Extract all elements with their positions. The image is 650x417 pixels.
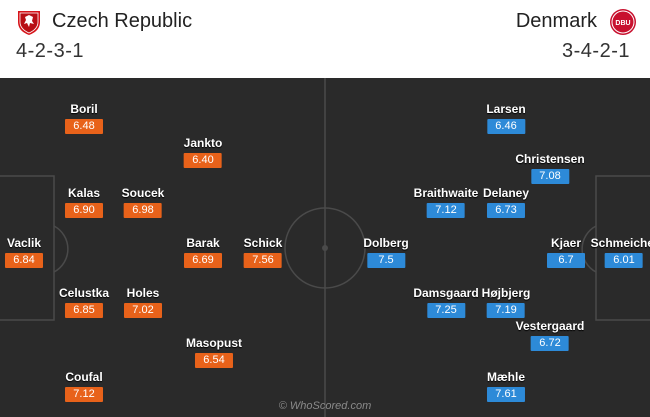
player-braithwaite[interactable]: Braithwaite 7.12 (413, 186, 479, 218)
player-name: Boril (70, 102, 98, 116)
player-name: Damsgaard (413, 286, 479, 300)
player-rating: 6.73 (487, 203, 525, 218)
player-rating: 6.84 (5, 253, 43, 268)
player-name: Christensen (515, 152, 585, 166)
player-rating: 6.85 (65, 303, 103, 318)
player-name: Højbjerg (481, 286, 531, 300)
player-rating: 7.02 (124, 303, 162, 318)
player-rating: 6.90 (65, 203, 103, 218)
player-larsen[interactable]: Larsen 6.46 (486, 102, 526, 134)
player-name: Soucek (121, 186, 165, 200)
player-rating: 6.7 (547, 253, 585, 268)
player-vestergaard[interactable]: Vestergaard 6.72 (515, 319, 585, 351)
player-name: Holes (126, 286, 160, 300)
player-name: Delaney (482, 186, 530, 200)
player-name: Masopust (185, 336, 243, 350)
away-team-name: Denmark (515, 10, 597, 32)
player-soucek[interactable]: Soucek 6.98 (121, 186, 165, 218)
player-name: Braithwaite (413, 186, 479, 200)
player-damsgaard[interactable]: Damsgaard 7.25 (413, 286, 479, 318)
home-team-name: Czech Republic (52, 10, 193, 32)
player-barak[interactable]: Barak 6.69 (184, 236, 222, 268)
pitch-markings (0, 78, 650, 417)
player-rating: 7.12 (427, 203, 465, 218)
player-rating: 6.48 (65, 119, 103, 134)
player-name: Schick (243, 236, 283, 250)
player-name: Larsen (486, 102, 526, 116)
player-rating: 6.01 (604, 253, 643, 268)
player-name: Coufal (65, 370, 103, 384)
player-name: Schmeichel (590, 236, 650, 250)
player-dolberg[interactable]: Dolberg 7.5 (363, 236, 409, 268)
away-formation: 3-4-2-1 (562, 40, 630, 62)
player-name: Kjaer (550, 236, 582, 250)
player-boril[interactable]: Boril 6.48 (65, 102, 103, 134)
player-name: Vestergaard (515, 319, 585, 333)
player-schick[interactable]: Schick 7.56 (243, 236, 283, 268)
player-holes[interactable]: Holes 7.02 (124, 286, 162, 318)
player-christensen[interactable]: Christensen 7.08 (515, 152, 585, 184)
player-name: Mæhle (486, 370, 526, 384)
player-celustka[interactable]: Celustka 6.85 (59, 286, 109, 318)
player-rating: 6.98 (124, 203, 162, 218)
player-coufal[interactable]: Coufal 7.12 (65, 370, 103, 402)
player-rating: 7.25 (427, 303, 465, 318)
player-delaney[interactable]: Delaney 6.73 (483, 186, 529, 218)
player-jankto[interactable]: Jankto 6.40 (183, 136, 223, 168)
player-hojbjerg[interactable]: Højbjerg 7.19 (481, 286, 531, 318)
player-name: Jankto (183, 136, 223, 150)
player-schmeichel[interactable]: Schmeichel 6.01 (591, 236, 650, 268)
player-rating: 6.40 (184, 153, 222, 168)
home-formation: 4-2-3-1 (16, 40, 84, 62)
czech-crest-icon (18, 11, 40, 35)
player-rating: 7.12 (65, 387, 103, 402)
player-maehle[interactable]: Mæhle 7.61 (486, 370, 526, 402)
player-vaclik[interactable]: Vaclik 6.84 (5, 236, 43, 268)
player-rating: 6.46 (486, 119, 525, 134)
denmark-crest-text: DBU (615, 20, 630, 27)
whoscored-watermark: © WhoScored.com (278, 400, 372, 412)
player-rating: 7.19 (486, 303, 525, 318)
player-name: Dolberg (363, 236, 409, 250)
player-rating: 7.08 (530, 169, 569, 184)
player-rating: 7.56 (243, 253, 282, 268)
player-rating: 7.5 (367, 253, 405, 268)
player-name: Barak (186, 236, 220, 250)
player-kalas[interactable]: Kalas 6.90 (65, 186, 103, 218)
player-rating: 6.69 (184, 253, 222, 268)
player-name: Kalas (67, 186, 101, 200)
player-name: Vaclik (6, 236, 42, 250)
lineup-header: Czech Republic 4-2-3-1 Denmark DBU 3-4-2… (0, 0, 650, 78)
player-kjaer[interactable]: Kjaer 6.7 (547, 236, 585, 268)
denmark-crest-icon: DBU (610, 9, 636, 35)
player-rating: 7.61 (486, 387, 525, 402)
pitch: Vaclik 6.84 Boril 6.48 Kalas 6.90 Celust… (0, 78, 650, 417)
player-rating: 6.72 (531, 336, 569, 351)
player-masopust[interactable]: Masopust 6.54 (186, 336, 242, 368)
player-name: Celustka (58, 286, 110, 300)
player-rating: 6.54 (194, 353, 233, 368)
